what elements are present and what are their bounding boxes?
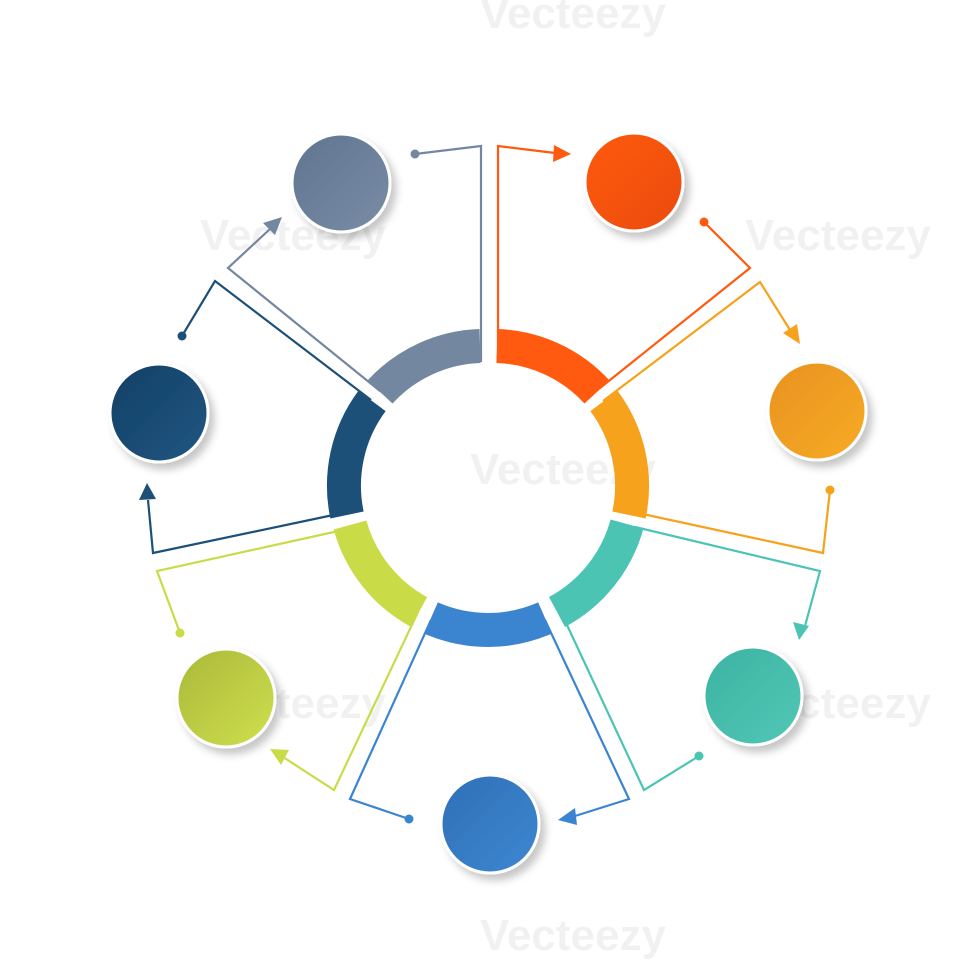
- dot-5: [175, 628, 185, 638]
- connector-4-out: [544, 619, 631, 818]
- dot-6: [177, 331, 187, 341]
- dot-3: [694, 751, 704, 761]
- step-nodes: [108, 131, 868, 875]
- dot-2: [825, 485, 835, 495]
- ring-segment-6: [326, 390, 386, 519]
- step-1-circle[interactable]: [583, 131, 685, 233]
- connector-2-in: [637, 489, 832, 555]
- connector-3-in: [559, 609, 700, 792]
- connector-1-in: [599, 221, 752, 389]
- connector-7-out: [226, 228, 381, 392]
- center-ring: [326, 329, 650, 647]
- arrow-6: [139, 483, 156, 500]
- connector-6-in: [181, 279, 372, 401]
- ring-segment-7: [367, 329, 482, 404]
- arrow-2: [783, 324, 800, 344]
- ring-segment-2: [590, 390, 650, 519]
- ring-segment-4: [424, 602, 552, 647]
- connector-2-out: [602, 280, 791, 402]
- dot-7: [410, 149, 420, 159]
- step-2-circle[interactable]: [766, 360, 868, 462]
- step-7-circle[interactable]: [290, 132, 392, 234]
- connector-5-out: [282, 611, 419, 792]
- arrow-1: [553, 145, 571, 162]
- dot-4: [404, 814, 414, 824]
- arrow-7: [263, 217, 282, 235]
- connector-4-in: [348, 619, 433, 821]
- watermark-text-bottom: Vecteezy: [480, 911, 666, 960]
- ring-segment-1: [495, 329, 610, 404]
- ring-segment-3: [548, 519, 644, 627]
- watermark-text-upper-right: Vecteezy: [745, 211, 931, 260]
- arrow-3: [793, 622, 809, 640]
- connector-3-out: [634, 525, 822, 627]
- arrow-5: [270, 749, 289, 765]
- connector-5-in: [155, 528, 344, 634]
- step-5-circle[interactable]: [175, 647, 277, 749]
- step-3-circle[interactable]: [702, 645, 804, 747]
- watermark-text-top: Vecteezy: [480, 0, 666, 38]
- step-6-circle[interactable]: [108, 362, 210, 464]
- connector-1-out: [496, 144, 556, 362]
- connector-7-in: [414, 144, 483, 362]
- connectors: [139, 144, 835, 825]
- arrow-4: [558, 808, 577, 825]
- connector-6-out: [146, 499, 339, 555]
- dot-1: [699, 217, 709, 227]
- ring-segment-5: [333, 520, 428, 627]
- step-4-circle[interactable]: [439, 773, 541, 875]
